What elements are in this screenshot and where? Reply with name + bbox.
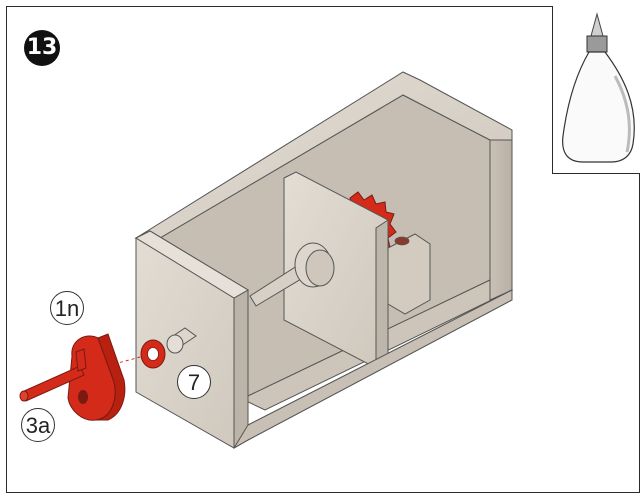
glue-bottle-icon xyxy=(562,12,635,163)
step-number-badge: 13 xyxy=(24,30,60,66)
washer-part xyxy=(140,339,166,369)
axle-block xyxy=(387,233,431,315)
callout-part-7: 7 xyxy=(177,365,211,399)
box-right-wall xyxy=(489,135,513,301)
handle-part-3a xyxy=(19,348,87,402)
diagram-frame xyxy=(6,6,640,493)
box-top-rail xyxy=(134,71,513,239)
callout-part-3a: 3a xyxy=(21,408,55,442)
tool-inset-box xyxy=(552,6,640,174)
peg-part-7 xyxy=(166,327,197,354)
callout-part-1n: 1n xyxy=(50,291,84,325)
axle-shaft xyxy=(249,242,335,307)
